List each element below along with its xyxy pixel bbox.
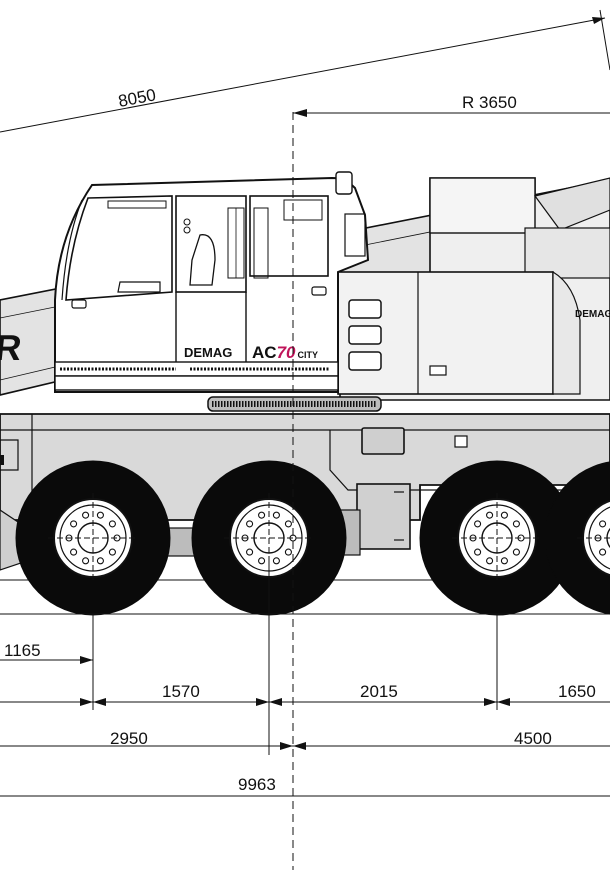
outrigger-box [356, 483, 411, 550]
dim-axle-3-4: 1650 [558, 682, 596, 701]
model-number: 70 [277, 343, 296, 362]
dim-boom-length: 8050 [117, 85, 158, 111]
grille-slot-3 [348, 351, 382, 371]
model-prefix: AC [252, 343, 277, 362]
grille-slot-1 [348, 299, 382, 319]
model-suffix: CITY [297, 350, 318, 360]
dim-axle-1-2: 1570 [162, 682, 200, 701]
dim-front-to-center: 2950 [110, 729, 148, 748]
door-window [175, 195, 247, 293]
rear-logo: DEMAG [575, 309, 610, 320]
wheels [15, 460, 610, 616]
dim-overall-length: 9963 [238, 775, 276, 794]
wheel-4 [544, 461, 610, 615]
front-windshield [65, 195, 173, 301]
dim-tail-radius: R 3650 [462, 93, 517, 112]
slewing-ring [207, 396, 382, 412]
dim-front-overhang: 1165 [4, 641, 41, 660]
operator-seat [189, 234, 216, 286]
wheel-1 [15, 460, 171, 616]
step-box [361, 427, 405, 455]
dim-center-to-rear: 4500 [514, 729, 552, 748]
grille-slot-2 [348, 325, 382, 345]
boom-lettering: ER [0, 327, 24, 368]
dim-axle-2-3: 2015 [360, 682, 398, 701]
superstructure: DEMAG [337, 177, 610, 401]
cab-logo: DEMAG [184, 345, 232, 360]
side-window [249, 195, 329, 277]
wheel-2 [191, 460, 347, 616]
